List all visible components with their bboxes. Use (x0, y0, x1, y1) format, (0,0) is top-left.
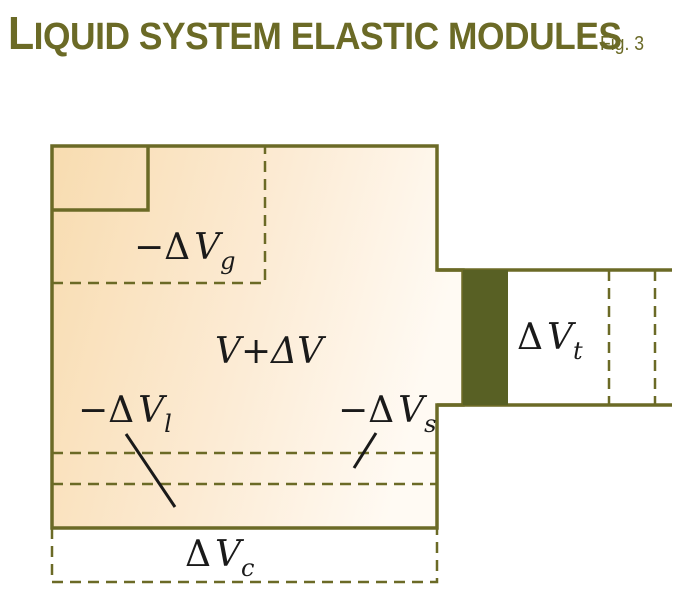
title-rest: IQUID SYSTEM ELASTIC MODULES (33, 16, 622, 58)
gas-pocket-corner (52, 146, 150, 212)
solid-pointer-line (352, 432, 378, 469)
piston (463, 270, 508, 405)
total-volume-label: V+ΔV (215, 331, 327, 372)
title-initial: L (8, 7, 34, 59)
liquid-pointer-line (124, 433, 177, 508)
figure-title: LIQUID SYSTEM ELASTIC MODULES (8, 7, 622, 59)
figure-reference: Fig. 3 (600, 33, 645, 55)
container-expansion-boundary (50, 528, 439, 584)
